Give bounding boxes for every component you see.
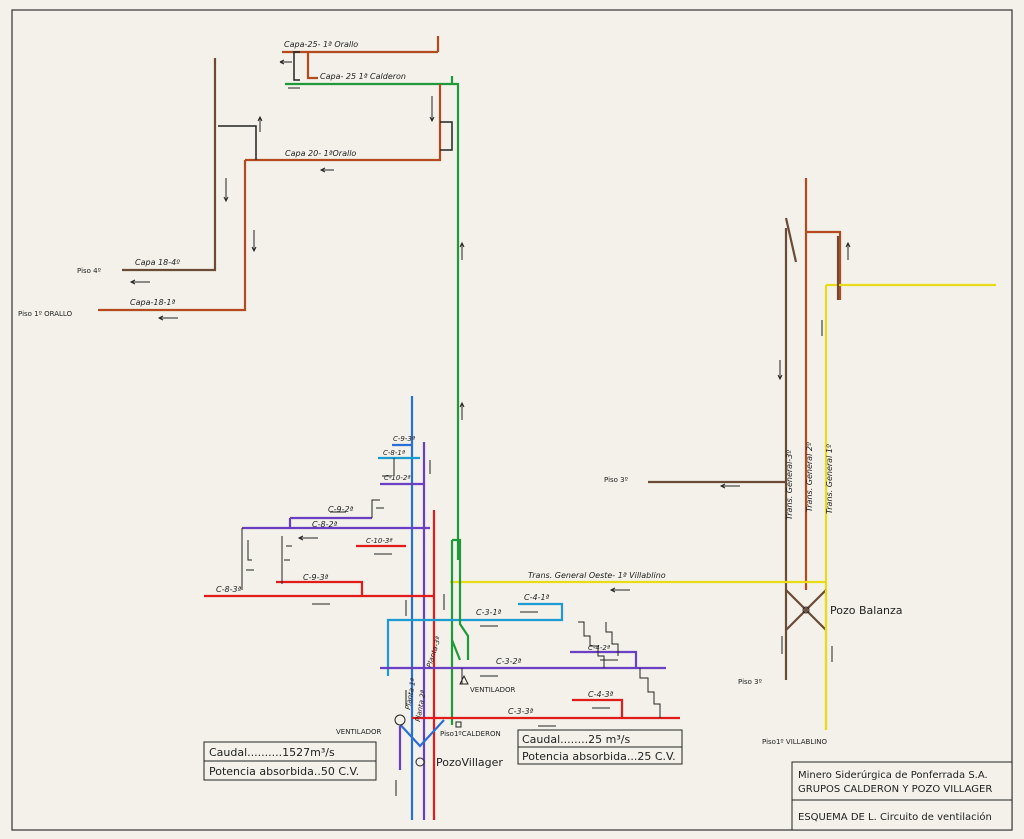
capa25-calderon-line [285,76,460,560]
capa18-1-line [98,160,247,312]
balanza-arrows [609,241,851,662]
label-pozo-villager: PozoVillager [436,756,503,769]
label-trans3: Trans. General-3º [785,450,794,520]
label-planta1: Planta 1ª [404,677,418,710]
label-capa18-1: Capa-18-1ª [130,298,176,307]
label-planta3: Planta-3ª [425,635,443,669]
label-capa25-calderon: Capa- 25 1ª Calderon [320,72,406,81]
label-c9-3b: C-9-3ª [303,573,329,582]
pozo-villager-symbol [415,757,425,767]
pozo-balanza-symbol [802,606,810,614]
label-c8-2: C-8-2ª [312,520,338,529]
capa18-4-step [218,125,257,160]
c4-1-line [386,602,564,676]
c8-3-line [204,580,434,598]
villager-cross [395,719,445,748]
title-block: Minero Siderúrgica de Ponferrada S.A. GR… [791,761,1013,831]
label-c3-2: C-3-2ª [496,657,522,666]
label-piso4: Piso 4º [77,267,101,275]
label-piso3-bottom: Piso 3º [738,678,762,686]
villager-arrows [297,460,618,796]
label-piso1-calderon: Piso1ºCALDERON [440,730,501,738]
label-c9-3a: C-9-3ª [393,435,416,443]
label-c10-3: C-10-3ª [366,537,393,545]
capa20-bracket [440,121,453,151]
capa-connector [784,217,840,300]
label-capa25-orallo: Capa-25- 1ª Orallo [284,40,358,49]
capa18-4-line [122,58,217,272]
c3-2-line [380,650,666,670]
ventilador-left-symbol [394,714,406,726]
drawing-border [11,9,1013,831]
label-ventilador-mid: VENTILADOR [470,686,516,694]
label-c4-2: C-4-2ª [588,644,611,652]
capa25-orallo-line [282,36,440,80]
trans-general-2-line [804,178,842,590]
label-c4-3: C-4-3ª [588,690,614,699]
balanza-shaft [785,589,827,631]
label-pozo-balanza: Pozo Balanza [830,604,903,617]
label-c3-1: C-3-1ª [476,608,502,617]
balanza-network [450,178,996,730]
label-c10-2: C-10-2ª [384,474,411,482]
trans-general-1-line [824,283,996,730]
c3-3-line [412,698,680,720]
label-piso1-villablino: Piso1º VILLABLINO [762,738,828,746]
label-trans1: Trans. General 1º [825,444,834,514]
c9-2-line [242,516,430,530]
box-left-caudal: Caudal..........1527m³/s [209,746,335,759]
ventilador-mid-symbol [459,674,469,685]
label-c8-1: C-8-1ª [383,449,406,457]
label-capa18-4: Capa 18-4º [135,258,180,267]
title-line3: ESQUEMA DE L. Circuito de ventilación [798,811,992,823]
green-bend [450,538,470,661]
box-mid-caudal: Caudal........25 m³/s [522,733,630,746]
box-left-potencia: Potencia absorbida..50 C.V. [209,765,359,778]
label-ventilador-left: VENTILADOR [336,728,382,736]
caudal-box-left: Caudal..........1527m³/s Potencia absorb… [203,741,377,781]
villager-network [204,396,680,820]
step-connectors [241,458,661,718]
label-c3-3: C-3-3ª [508,707,534,716]
label-capa20-orallo: Capa 20- 1ªOrallo [285,149,356,158]
label-c9-2: C-9-2ª [328,505,354,514]
label-trans2: Trans. General 2º [805,442,814,512]
piso1-calderon-marker [455,721,462,728]
label-piso3-right: Piso 3º [604,476,628,484]
label-trans-oeste: Trans. General Oeste- 1ª Villablino [528,571,666,580]
capa25-bracket [293,51,300,81]
caudal-box-mid: Caudal........25 m³/s Potencia absorbida… [517,729,683,765]
label-c4-1: C-4-1ª [524,593,550,602]
orallo-upper-network [98,36,460,560]
title-line2: GRUPOS CALDERON Y POZO VILLAGER [798,784,992,795]
title-line1: Minero Siderúrgica de Ponferrada S.A. [798,769,988,781]
label-c8-3: C-8-3ª [216,585,242,594]
box-mid-potencia: Potencia absorbida...25 C.V. [522,750,676,763]
orallo-arrows [129,59,465,420]
label-piso1-orallo: Piso 1º ORALLO [18,310,73,318]
capa20-orallo-line [245,84,442,162]
